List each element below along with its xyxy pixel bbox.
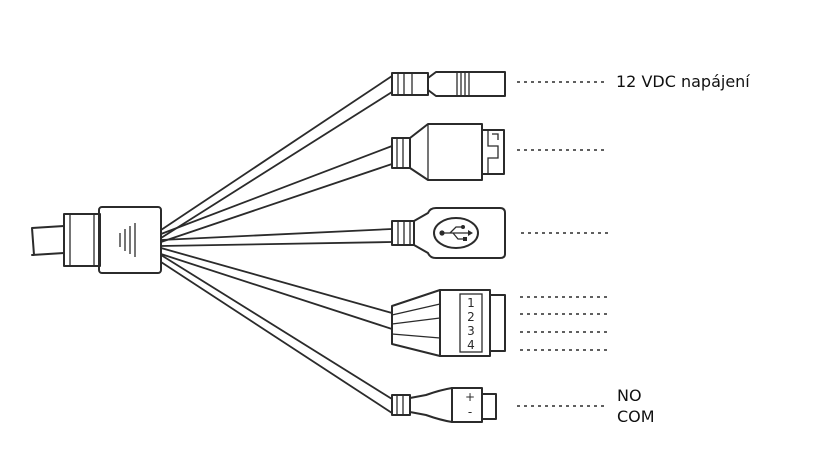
rj45-connector	[391, 123, 505, 181]
splitter-hub	[98, 206, 162, 274]
plus-sign: +	[465, 390, 475, 404]
usb-connector	[391, 207, 506, 259]
alarm-no-label: NO	[617, 386, 642, 405]
leader-lines	[517, 81, 610, 407]
pin-2-label: 2	[467, 310, 475, 324]
main-cable	[31, 213, 101, 267]
power-label: 12 VDC napájení	[616, 72, 750, 91]
wires	[160, 75, 393, 414]
alarm-com-label: COM	[617, 407, 655, 426]
dc-power-connector	[391, 71, 506, 97]
usb-icon	[439, 225, 473, 241]
pin-3-label: 3	[467, 324, 475, 338]
terminal-block-connector: 1 2 3 4	[391, 289, 506, 357]
alarm-connector: + -	[391, 387, 497, 423]
pin-1-label: 1	[467, 296, 475, 310]
minus-sign: -	[468, 405, 472, 419]
pin-4-label: 4	[467, 338, 475, 352]
